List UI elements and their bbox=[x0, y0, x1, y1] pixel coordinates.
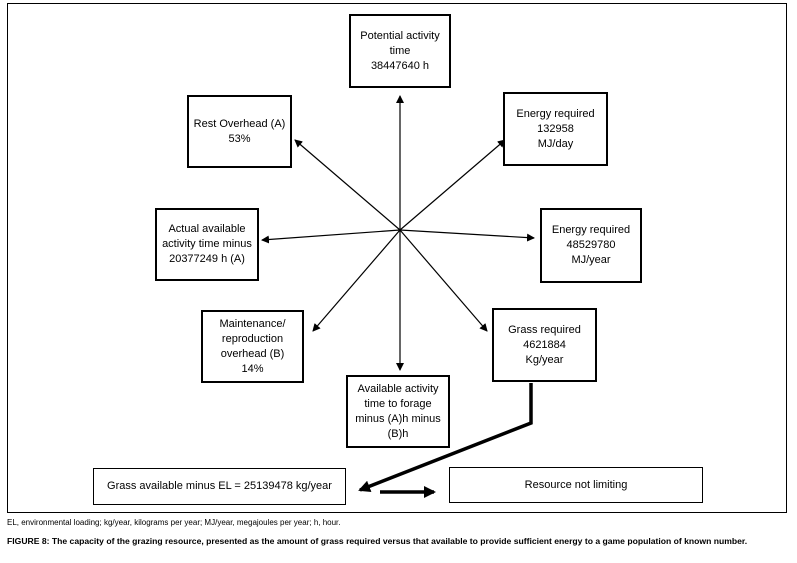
energy-year-line-1: Energy required bbox=[551, 224, 631, 236]
resource-not-limiting-label: Resource not limiting bbox=[524, 478, 628, 491]
potential-activity-box: Potential activity time 38447640 h bbox=[349, 14, 451, 88]
energy-day-line-2: 132958 bbox=[537, 122, 574, 135]
potential-line-3: 38447640 h bbox=[370, 59, 430, 72]
available-forage-line-4: (B)h bbox=[387, 427, 409, 440]
arrow-to-rest-overhead bbox=[294, 139, 401, 231]
grass-required-line-1: Grass required bbox=[508, 323, 581, 336]
available-forage-box: Available activity time to forage minus … bbox=[346, 375, 450, 448]
energy-day-line-1: Energy required bbox=[516, 107, 595, 120]
potential-line-2: time bbox=[389, 44, 411, 57]
rest-overhead-line-2: 53% bbox=[228, 132, 251, 145]
caption-label: FIGURE 8: bbox=[7, 536, 50, 546]
arrow-to-maintenance bbox=[312, 229, 401, 332]
available-forage-line-2: time to forage bbox=[364, 397, 432, 410]
actual-available-box: Actual available activity time minus 203… bbox=[155, 208, 259, 281]
arrow-to-energy-year bbox=[399, 229, 535, 242]
grass-available-label: Grass available minus EL = 25139478 kg/y… bbox=[107, 480, 332, 492]
maintenance-line-2: reproduction bbox=[221, 332, 284, 345]
footnote: EL, environmental loading; kg/year, kilo… bbox=[7, 518, 341, 527]
maintenance-line-1: Maintenance/ bbox=[219, 317, 286, 330]
caption-text: The capacity of the grazing resource, pr… bbox=[51, 536, 748, 546]
grass-available-box: Grass available minus EL = 25139478 kg/y… bbox=[93, 468, 346, 505]
maintenance-box: Maintenance/ reproduction overhead (B) 1… bbox=[201, 310, 304, 383]
energy-year-line-2: 48529780 bbox=[566, 239, 616, 251]
energy-day-box: Energy required 132958 MJ/day bbox=[503, 92, 608, 166]
available-forage-line-3: minus (A)h minus bbox=[355, 412, 441, 425]
actual-available-line-2: activity time minus bbox=[162, 238, 252, 250]
rest-overhead-line-1: Rest Overhead (A) bbox=[193, 117, 286, 130]
maintenance-line-4: 14% bbox=[241, 362, 264, 375]
available-forage-line-1: Available activity bbox=[357, 382, 439, 395]
potential-line-1: Potential activity bbox=[360, 29, 440, 42]
figure-frame bbox=[7, 3, 787, 513]
grass-required-box: Grass required 4621884 Kg/year bbox=[492, 308, 597, 382]
energy-day-line-3: MJ/day bbox=[537, 137, 574, 150]
actual-available-line-3: 20377249 h (A) bbox=[169, 253, 245, 265]
arrow-to-energy-day bbox=[399, 139, 506, 231]
resource-not-limiting-box: Resource not limiting bbox=[449, 467, 703, 503]
grass-required-line-2: 4621884 bbox=[523, 338, 566, 351]
energy-year-box: Energy required 48529780 MJ/year bbox=[540, 208, 642, 283]
figure-caption: FIGURE 8: The capacity of the grazing re… bbox=[7, 536, 787, 547]
maintenance-line-3: overhead (B) bbox=[220, 347, 285, 360]
arrow-to-actual-available bbox=[261, 229, 401, 244]
arrow-grass-to-available bbox=[358, 383, 533, 492]
rest-overhead-box: Rest Overhead (A) 53% bbox=[187, 95, 292, 168]
energy-year-line-3: MJ/year bbox=[571, 254, 611, 266]
grass-required-line-3: Kg/year bbox=[525, 353, 564, 366]
actual-available-line-1: Actual available bbox=[168, 223, 246, 235]
arrow-to-grass-required bbox=[399, 229, 488, 332]
